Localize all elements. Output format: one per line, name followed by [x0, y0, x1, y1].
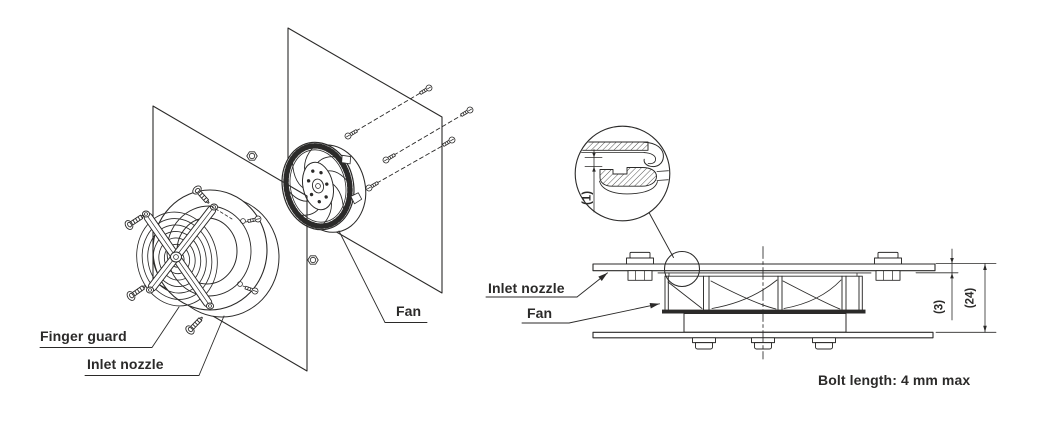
fan-impeller: [281, 141, 367, 233]
side-inlet-nozzle-label: Inlet nozzle: [488, 280, 565, 296]
top-bolt: [626, 251, 654, 281]
side-labels-leaders: [485, 272, 660, 324]
fan-side-profile: [662, 272, 866, 333]
dim-1-label: (1): [581, 190, 594, 206]
top-bolt: [874, 251, 902, 281]
fan-leader: [338, 230, 428, 323]
guard-screw: [183, 313, 207, 337]
dim-24-label: (24): [964, 287, 977, 309]
hex-nut: [307, 255, 319, 265]
finger-guard-leader: [39, 306, 180, 348]
detail-balloon-content: [576, 141, 669, 195]
side-view: [485, 125, 997, 360]
balloon-leader: [648, 212, 674, 258]
finger-guard-label: Finger guard: [40, 328, 127, 344]
finger-guard: [122, 183, 233, 337]
fan-label: Fan: [396, 303, 422, 319]
motor-flange: [683, 313, 847, 333]
bottom-bolt: [812, 337, 836, 350]
dim-3-label: (3): [933, 299, 946, 315]
inlet-nozzle-label: Inlet nozzle: [87, 356, 164, 372]
detail-target-circle: [663, 250, 701, 288]
rotor-holes: [306, 169, 329, 204]
bottom-bolt: [692, 337, 716, 350]
dimension-24: [935, 263, 997, 333]
dimension-1: [584, 149, 603, 213]
top-mounting-plate: [592, 263, 936, 272]
dimension-3: [915, 248, 959, 321]
exploded-view: [39, 27, 475, 376]
detail-balloon: [574, 125, 671, 222]
bolt-length-note: Bolt length: 4 mm max: [818, 372, 971, 388]
side-fan-label: Fan: [527, 305, 553, 321]
back-plate-screws: [343, 83, 475, 193]
inlet-nozzle-leader: [84, 315, 225, 376]
hex-nut: [246, 151, 258, 161]
back-plate: [287, 27, 443, 294]
